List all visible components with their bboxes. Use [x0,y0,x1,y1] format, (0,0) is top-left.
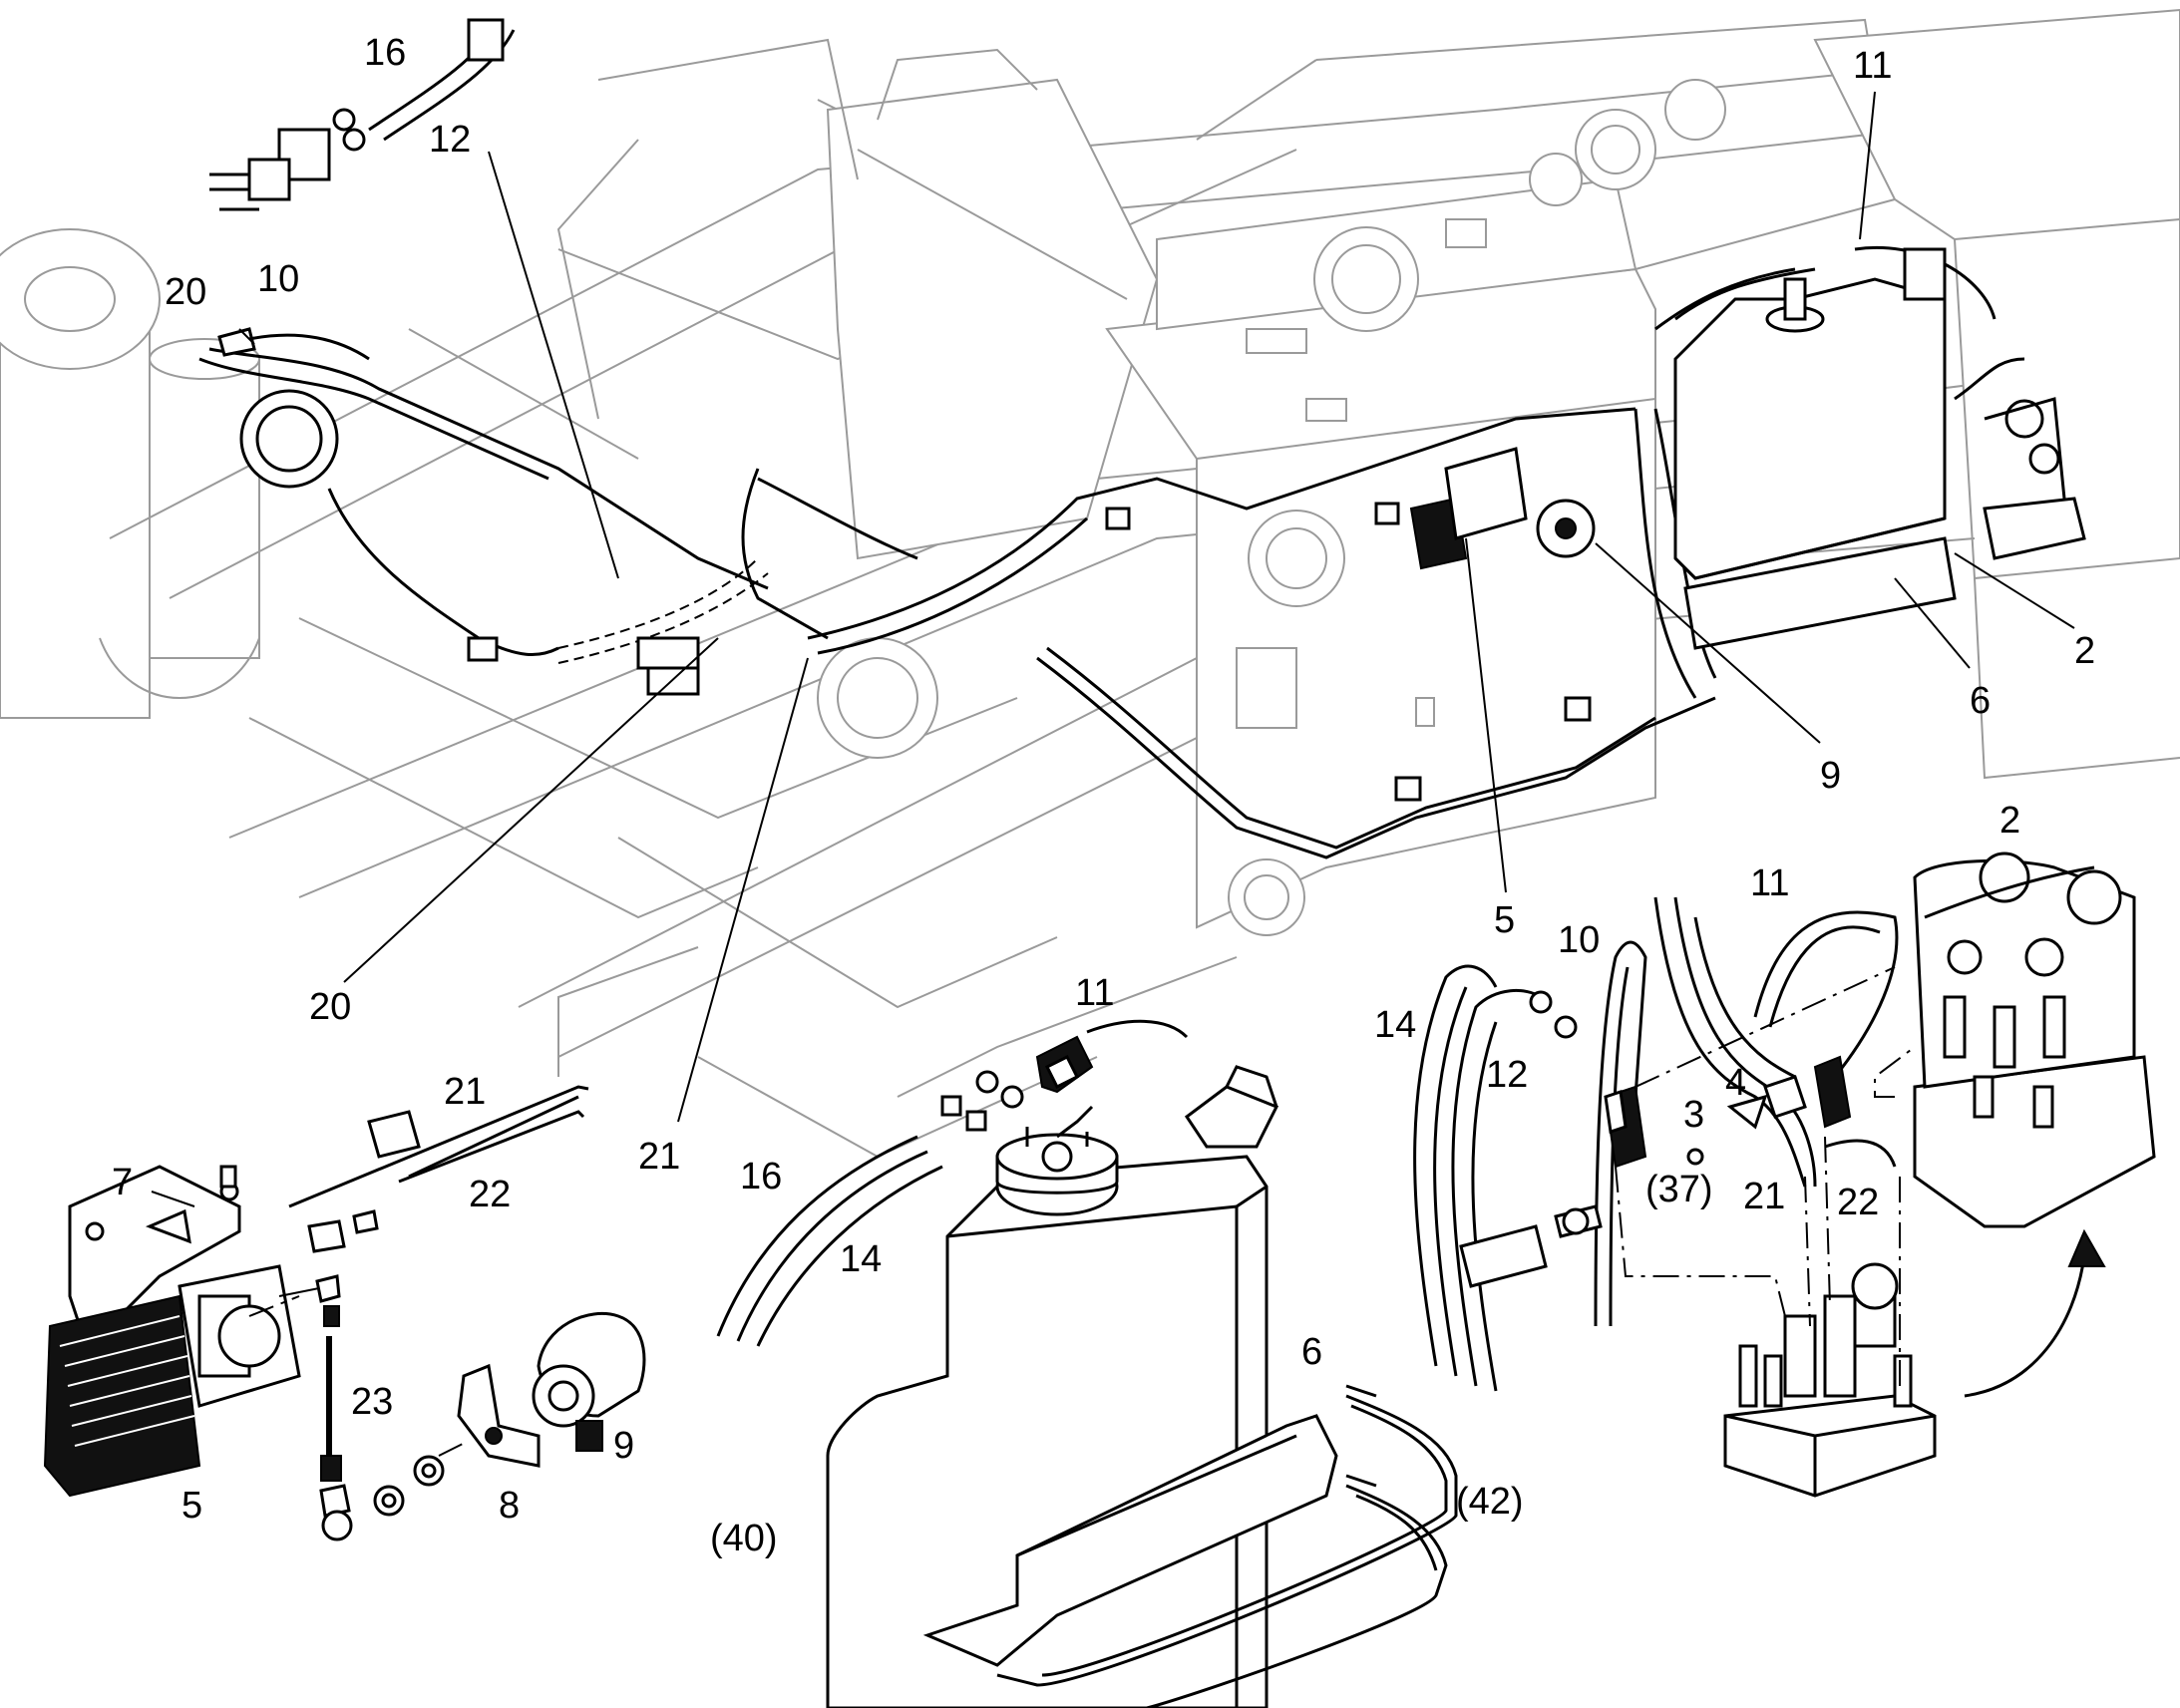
pump-installed [1409,447,1596,570]
supply-module-installed [1954,357,2086,560]
callout-37: (37) [1645,1169,1713,1210]
callout-11-tank: 11 [1075,972,1114,1014]
callout-21-left: 21 [444,1071,486,1113]
callout-2-right: 2 [1999,800,2020,842]
valve-upper-left [209,18,516,211]
connector-cluster-center [467,502,1592,802]
callout-40: (40) [710,1518,778,1559]
callout-21-mid: 21 [638,1136,680,1178]
callout-22-right: 22 [1837,1182,1879,1223]
supply-module-exploded [1413,852,2156,1498]
def-tank-exploded [716,1019,1458,1708]
leader-lines [151,91,2075,1207]
callout-12-right: 12 [1486,1054,1528,1096]
callout-9-top: 9 [1820,755,1841,797]
callout-6-tank: 6 [1301,1331,1322,1373]
callout-12-top: 12 [429,119,471,161]
callout-11-top: 11 [1853,45,1892,87]
callout-14-right: 14 [1374,1004,1416,1046]
callout-11-right: 11 [1750,862,1789,904]
callout-4: 4 [1725,1062,1746,1104]
callout-5-bottom: 5 [182,1485,202,1527]
callout-3: 3 [1683,1094,1704,1136]
callout-20-bottom: 20 [309,986,351,1028]
def-tank-installed [1673,247,1957,650]
callout-7: 7 [112,1162,133,1203]
callout-labels: 16 12 20 10 11 2 6 9 5 20 21 21 22 7 23 … [112,32,2095,1559]
callout-42: (42) [1456,1481,1524,1523]
pump-assembly-exploded [43,1085,646,1541]
callout-21-right: 21 [1743,1176,1785,1217]
callout-2-top: 2 [2074,630,2095,672]
callout-5-top: 5 [1494,899,1515,941]
callout-10-top: 10 [257,258,299,300]
callout-16-top: 16 [364,32,406,74]
callout-9-bottom: 9 [613,1425,634,1467]
callout-10-right: 10 [1558,919,1600,961]
callout-6: 6 [1970,680,1991,722]
callout-16-tank: 16 [740,1156,782,1197]
callout-20-top: 20 [165,271,206,313]
callout-23: 23 [351,1381,393,1423]
callout-14-tank: 14 [840,1238,882,1280]
callout-8: 8 [499,1485,520,1527]
callout-22-left: 22 [469,1174,511,1215]
